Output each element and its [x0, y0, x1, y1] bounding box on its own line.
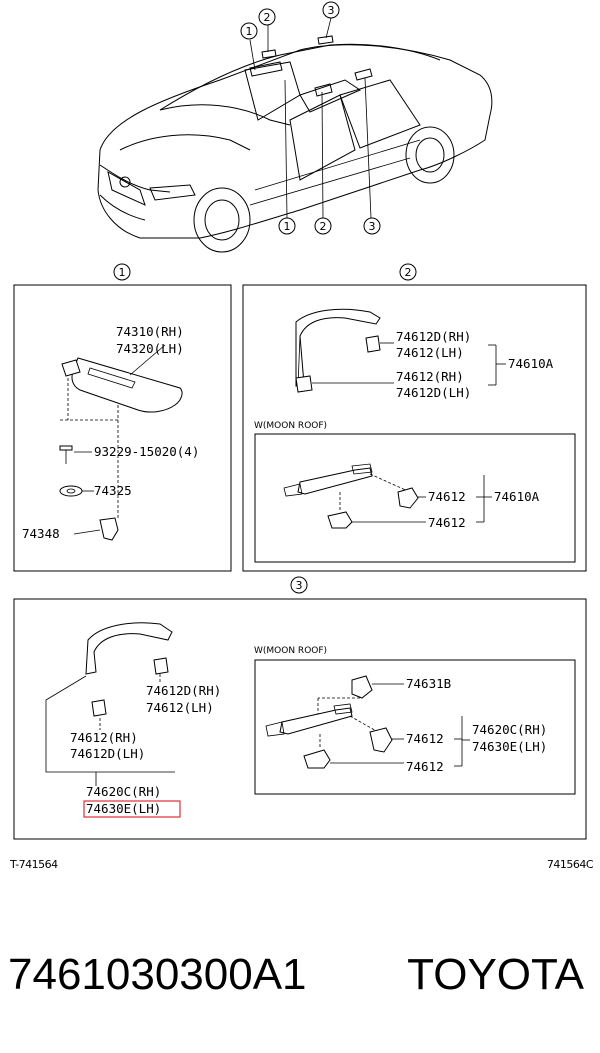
grip-part: [295, 308, 381, 387]
p3-moon-assy-lh-label: 74630E(LH): [472, 739, 547, 754]
highlight-box: [83, 800, 181, 818]
callout-3-bottom: 3: [369, 220, 376, 233]
screw-label: 93229-15020(4): [94, 444, 199, 459]
p2-assy-label: 74610A: [508, 356, 554, 371]
moon-grip-part: [297, 467, 373, 495]
part-number: 7461030300A1: [8, 950, 307, 999]
brand-name: TOYOTA: [407, 950, 584, 999]
car-illustration: [97, 17, 493, 253]
p3-hook-part: [351, 675, 373, 699]
p3-moon-hook-label: 74631B: [406, 676, 451, 691]
p3-grip-lh-label: 74612(LH): [146, 700, 214, 715]
cap-label: 74325: [94, 483, 132, 498]
callout-2-bottom: 2: [320, 220, 327, 233]
p2-grip-rh2-label: 74612(RH): [396, 369, 464, 384]
panel-3-assist-grip: 3 74612D(RH) 74612(LH) 74612(RH) 74612D(…: [13, 576, 587, 840]
visor-lh-label: 74320(LH): [116, 341, 184, 356]
panel-2-assist-grip: 2 74612D(RH) 74612(LH) 74612(RH) 74612D(…: [242, 263, 587, 572]
p3-moon-grip-part: [279, 707, 353, 735]
footer: 7461030300A1 TOYOTA: [0, 940, 600, 1010]
p2-grip-lh-label: 74612(LH): [396, 345, 464, 360]
p3-moon-b-label: 74612: [406, 759, 444, 774]
panel-3-callout: 3: [296, 579, 303, 592]
p2-moon-a-label: 74612: [428, 489, 466, 504]
p2-moon-assy-label: 74610A: [494, 489, 540, 504]
p3-grip-rh-label: 74612D(RH): [146, 683, 221, 698]
p2-grip-lh2-label: 74612D(LH): [396, 385, 471, 400]
diagram-code-left: T-741564: [9, 858, 58, 871]
callout-1-bottom: 1: [284, 220, 291, 233]
p3-grip-lh2-label: 74612D(LH): [70, 746, 145, 761]
p2-moon-b-label: 74612: [428, 515, 466, 530]
car-callouts: 1 2 3 1 2 3: [240, 1, 381, 235]
p3-grip-rh2-label: 74612(RH): [70, 730, 138, 745]
visor-rh-label: 74310(RH): [116, 324, 184, 339]
panel-1-callout: 1: [119, 266, 126, 279]
p3-moon-roof-label: W(MOON ROOF): [254, 646, 327, 656]
p3-grip-part: [85, 622, 173, 675]
p3-assy-rh-label: 74620C(RH): [86, 784, 161, 799]
p3-assy-lh-label: 74630E(LH): [86, 801, 161, 816]
holder-label: 74348: [22, 526, 60, 541]
panel-2-callout: 2: [405, 266, 412, 279]
p2-moon-roof-label: W(MOON ROOF): [254, 421, 327, 431]
callout-2-top: 2: [264, 11, 271, 24]
p3-moon-assy-rh-label: 74620C(RH): [472, 722, 547, 737]
callout-1-top: 1: [246, 25, 253, 38]
holder-part: [99, 517, 119, 541]
callout-3-top: 3: [328, 4, 335, 17]
diagram-code-right: 741564C: [547, 858, 594, 871]
panel-1-sun-visor: 1 74310(RH) 74320(LH) 93229-15020(4) 743…: [13, 263, 232, 572]
p2-grip-rh-label: 74612D(RH): [396, 329, 471, 344]
sun-visor-part: [71, 357, 183, 413]
p3-moon-a-label: 74612: [406, 731, 444, 746]
